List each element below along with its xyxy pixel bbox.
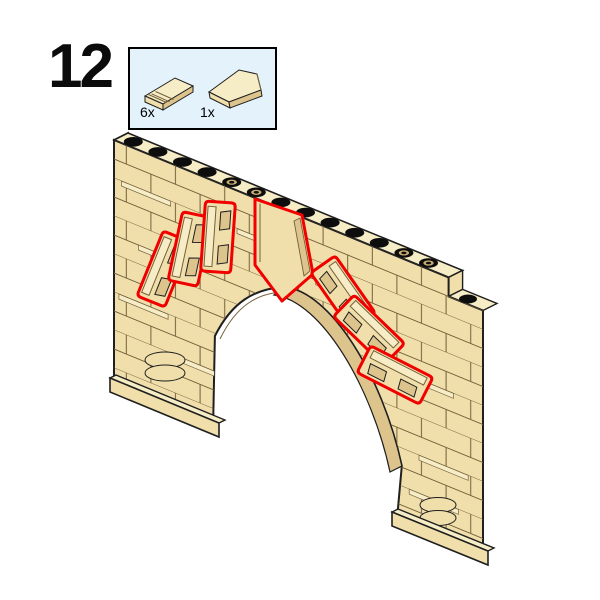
wedge-plate-piece-icon — [208, 69, 263, 109]
hollow-stud — [394, 248, 414, 258]
parts-callout-box: 6x 1x — [128, 47, 277, 130]
hollow-stud — [222, 177, 242, 187]
right-pillar — [390, 497, 496, 567]
highlighted-wedge-keystone — [253, 197, 315, 303]
hollow-stud — [246, 187, 266, 198]
highlighted-slope-piece-3 — [199, 199, 237, 275]
hollow-stud — [419, 258, 438, 268]
highlighted-pieces — [135, 197, 435, 406]
parts-callout-art — [143, 69, 263, 111]
part-quantity-slope: 6x — [140, 104, 155, 120]
step-number: 12 — [48, 32, 114, 101]
left-pillar — [108, 351, 227, 439]
part-quantity-wedge: 1x — [200, 104, 215, 120]
slope-curved-piece-icon — [143, 77, 195, 111]
top-studs — [123, 137, 477, 304]
